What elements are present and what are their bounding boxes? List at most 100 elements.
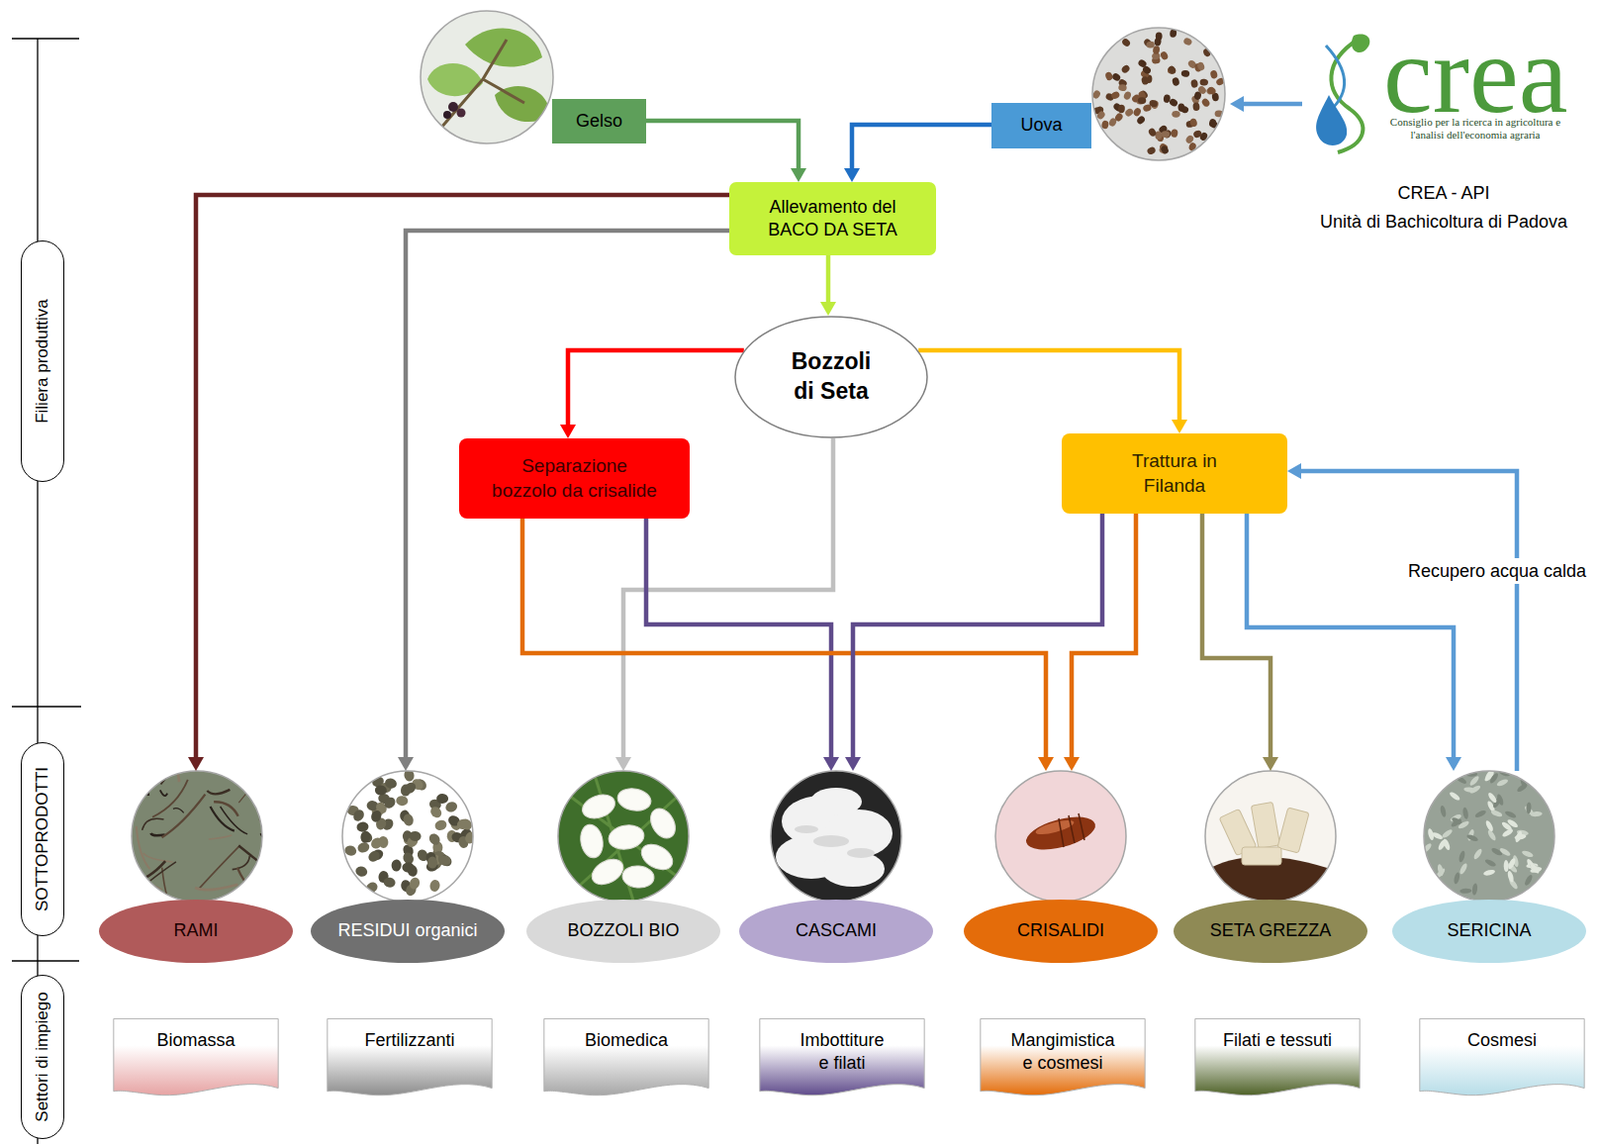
supply-arrow: [1229, 95, 1244, 112]
node-label: Filiera produttiva: [31, 298, 54, 424]
document-shape: [113, 1018, 279, 1095]
pupa-photo: [995, 770, 1127, 902]
mulberry-photo: [457, 108, 467, 118]
silkworm-egg: [1209, 69, 1219, 80]
connector-line: [646, 518, 832, 759]
node-label: Mangimistica e cosmesi: [1007, 1029, 1119, 1076]
sector-document: Imbottiture e filati: [758, 1018, 926, 1100]
frass-pellet: [366, 848, 382, 864]
mulberry-photo: [465, 27, 543, 67]
water-ripple: [1490, 809, 1504, 819]
water-ripple: [1463, 786, 1477, 794]
twig: [208, 835, 232, 840]
twig: [152, 779, 189, 818]
twig: [124, 864, 164, 890]
connector-line: [1246, 513, 1454, 759]
water-ripple: [1426, 828, 1435, 842]
unit-name: CREA - API: [1290, 182, 1598, 205]
ellipse-shape: [526, 899, 721, 963]
twig: [162, 794, 206, 839]
connector-line: [405, 230, 730, 759]
sector-document: Fertilizzanti: [326, 1018, 493, 1100]
waste-silk-photo: [810, 787, 862, 816]
water-ripple: [1468, 774, 1481, 787]
twig: [160, 789, 168, 796]
water-ripple: [1515, 781, 1529, 793]
connector: [1246, 513, 1462, 771]
frass-pellet: [395, 795, 409, 807]
byproduct-ellipse: SETA GREZZA: [1172, 770, 1369, 964]
water-ripple: [1496, 777, 1509, 787]
connector: [918, 350, 1188, 434]
water-ripple: [1501, 827, 1514, 838]
eggs-photo: [1091, 26, 1226, 162]
waste-silk-photo: [775, 787, 893, 887]
sericin-water-photo: [1420, 767, 1555, 902]
waste-silk-photo: [770, 770, 902, 902]
water-ripple: [1504, 809, 1517, 820]
stage-band: Filiera produttiva: [20, 240, 65, 482]
silkworm-egg: [1155, 31, 1163, 40]
ellipse-shape: [1392, 899, 1587, 963]
ellipse-shape: [739, 899, 934, 963]
connector-line: [195, 194, 730, 759]
frass-pellet: [408, 830, 422, 842]
connector: [1202, 513, 1279, 771]
twig: [238, 846, 278, 878]
twig: [206, 789, 230, 794]
node-label: SERICINA: [1446, 919, 1531, 942]
mulberry-photo: [419, 9, 555, 145]
cocoons-photo: [558, 770, 689, 902]
silkworm-egg: [1206, 86, 1218, 96]
eggs-photo: [1091, 26, 1226, 162]
connector: [844, 124, 992, 183]
byproduct-ellipse: RESIDUI organici: [309, 770, 506, 964]
stage-band: Settori di impiego: [20, 974, 65, 1139]
ellipse-text-area: SERICINA: [1391, 898, 1588, 964]
waste-silk-photo: [770, 770, 902, 902]
node-label: Bozzoli di Seta: [781, 347, 881, 407]
axis-line: [11, 705, 82, 707]
node-label: Trattura in Filanda: [1115, 449, 1234, 498]
silkworm-egg: [1171, 76, 1181, 87]
frass-pellet: [463, 830, 477, 846]
silkworm-egg: [1145, 145, 1156, 156]
silkworm-egg: [1170, 128, 1179, 138]
water-ripple: [1420, 842, 1433, 854]
frass-pellet: [407, 875, 422, 891]
mulberry-photo: [419, 9, 555, 145]
raw-silk-photo: [1205, 770, 1336, 902]
frass-pellet: [351, 807, 367, 824]
water-ripple: [1459, 887, 1472, 894]
raw-silk-photo: [1205, 770, 1336, 902]
sericin-water-photo: [1423, 770, 1555, 902]
node-label: Filati e tessuti: [1223, 1029, 1332, 1052]
sector-document: Mangimistica e cosmesi: [979, 1018, 1146, 1100]
frass-pellet: [433, 818, 449, 833]
ellipse-text-area: CRISALIDI: [962, 898, 1159, 964]
node-label: Allevamento del BACO DA SETA: [749, 195, 918, 243]
connector-line: [918, 350, 1180, 422]
silkworm-egg: [1137, 96, 1147, 105]
silkworm-egg: [1193, 91, 1203, 101]
document-shape: [544, 1018, 709, 1095]
water-ripple: [1487, 791, 1499, 805]
frass-photo: [342, 768, 477, 902]
raw-silk-photo: [1219, 801, 1310, 865]
frass-pellet: [436, 793, 449, 804]
connector: [397, 230, 730, 771]
eggs-photo: [1091, 26, 1226, 162]
sector-document: Biomassa: [112, 1018, 280, 1100]
water-ripple: [1462, 806, 1470, 820]
cocoons-photo: [621, 864, 656, 890]
silkworm-egg: [1124, 106, 1135, 118]
silkworm-egg: [1135, 114, 1147, 126]
twig: [232, 755, 239, 775]
twig: [261, 833, 304, 870]
ellipse-text-area: BOZZOLI BIO: [525, 898, 722, 964]
ellipse-shape: [98, 899, 293, 963]
silkworm-egg: [1114, 111, 1125, 123]
twig: [232, 855, 251, 870]
silkworm-egg: [1140, 75, 1150, 86]
